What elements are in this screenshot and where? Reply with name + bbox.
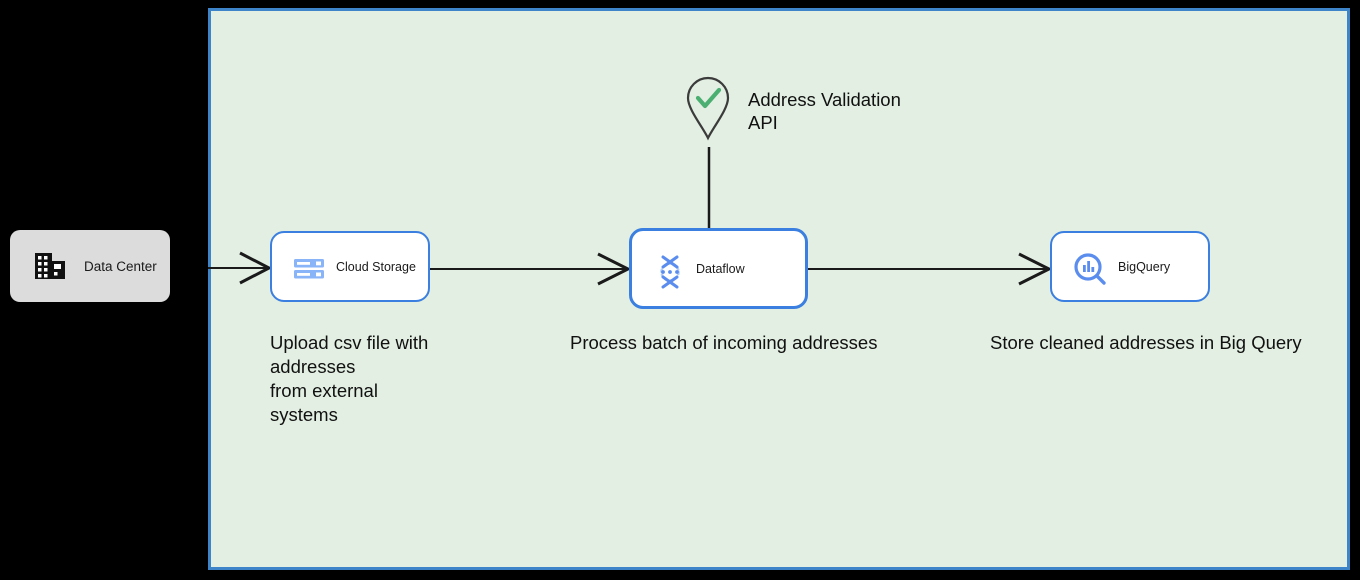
bigquery-label: BigQuery [1118, 259, 1171, 274]
caption-upload: Upload csv file with addresses from exte… [270, 332, 429, 425]
building-icon [32, 248, 68, 284]
caption-store: Store cleaned addresses in Big Query [990, 332, 1302, 353]
map-pin-check-icon[interactable] [686, 76, 730, 141]
cloud-storage-icon [292, 252, 326, 286]
dataflow-icon [652, 254, 688, 290]
node-data-center[interactable]: Data Center [10, 230, 170, 302]
cloud-storage-label: Cloud Storage [336, 259, 416, 274]
dataflow-label: Dataflow [696, 261, 745, 276]
address-validation-api-label: Address Validation API [748, 89, 901, 133]
node-cloud-storage[interactable]: Cloud Storage [270, 231, 430, 302]
node-dataflow[interactable]: Dataflow [629, 228, 808, 309]
node-bigquery[interactable]: BigQuery [1050, 231, 1210, 302]
caption-process: Process batch of incoming addresses [570, 332, 878, 353]
bigquery-icon [1072, 251, 1108, 287]
data-center-label: Data Center [84, 258, 157, 274]
